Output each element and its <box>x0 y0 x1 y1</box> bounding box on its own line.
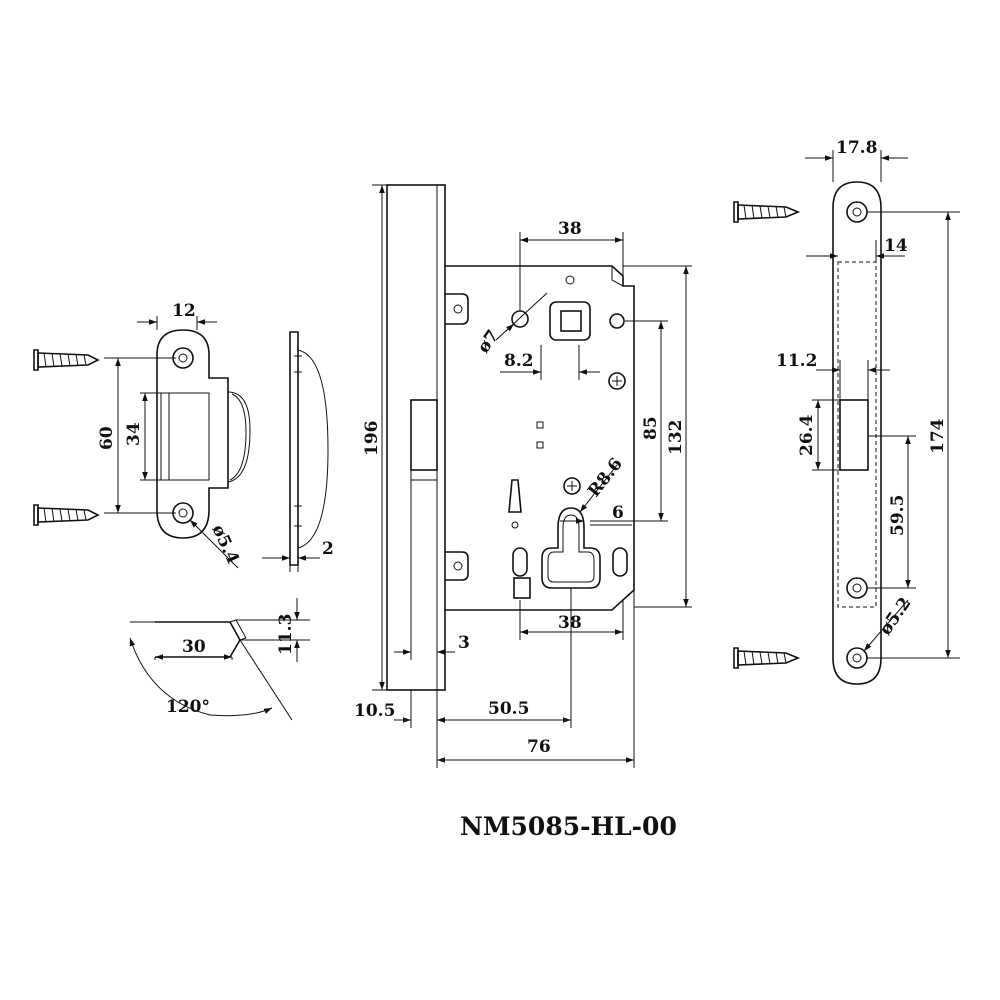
dim-strike-hole-dia: ø5.4 <box>207 522 242 568</box>
dim-slot-to-hole: 59.5 <box>888 495 908 536</box>
dim-faceplate-width: 17.8 <box>836 138 877 158</box>
screw-icon <box>33 349 100 371</box>
dim-faceplate-offset: 10.5 <box>354 701 395 721</box>
dim-latch-length: 30 <box>182 637 206 657</box>
dim-cylinder-offset: 6 <box>612 503 624 523</box>
dim-latch-slot-width: 11.2 <box>776 351 817 371</box>
faceplate-hole-icon <box>846 577 868 599</box>
dim-latch-height: 11.3 <box>276 614 296 655</box>
dim-latch-slot-height: 26.4 <box>797 414 817 456</box>
dim-cylinder-width: 38 <box>558 613 582 633</box>
dim-case-body-height: 132 <box>666 420 686 456</box>
screw-head-icon <box>563 477 581 495</box>
screw-head-icon <box>608 372 626 390</box>
dim-screw-hole-dia: ø7 <box>474 326 504 356</box>
dim-strike-thickness: 2 <box>322 539 334 559</box>
drawing-title: NM5085-HL-00 <box>460 812 677 841</box>
screw-icon <box>733 201 801 223</box>
dim-faceplate-inner-width: 14 <box>884 236 908 256</box>
strike-plate-view: 12 60 34 ø5.4 2 30 11.3 <box>33 301 334 721</box>
faceplate-hole-icon <box>846 201 868 223</box>
dim-follower-spacing: 38 <box>558 219 582 239</box>
dim-strike-hole-spacing: 60 <box>97 426 117 450</box>
dim-follower-offset: 8.2 <box>504 351 534 371</box>
dim-backset: 50.5 <box>488 699 529 719</box>
dim-faceplate-length: 174 <box>928 418 948 454</box>
dim-latch-angle: 120° <box>166 697 210 717</box>
dim-strike-width: 12 <box>172 301 196 321</box>
lock-body-view: 196 38 ø7 8.2 85 132 R8.6 6 <box>354 184 692 768</box>
screw-icon <box>33 504 100 526</box>
dim-faceplate-thickness: 3 <box>458 633 470 653</box>
dim-case-height: 196 <box>362 421 382 457</box>
faceplate-view: 17.8 14 11.2 26.4 174 59.5 ø5.2 <box>733 138 960 685</box>
dim-cylinder-radius: R8.6 <box>584 454 627 501</box>
dim-case-depth: 76 <box>527 737 551 757</box>
dim-follower-to-cylinder: 85 <box>641 416 661 440</box>
dim-strike-opening: 34 <box>124 422 144 446</box>
screw-icon <box>733 647 801 669</box>
